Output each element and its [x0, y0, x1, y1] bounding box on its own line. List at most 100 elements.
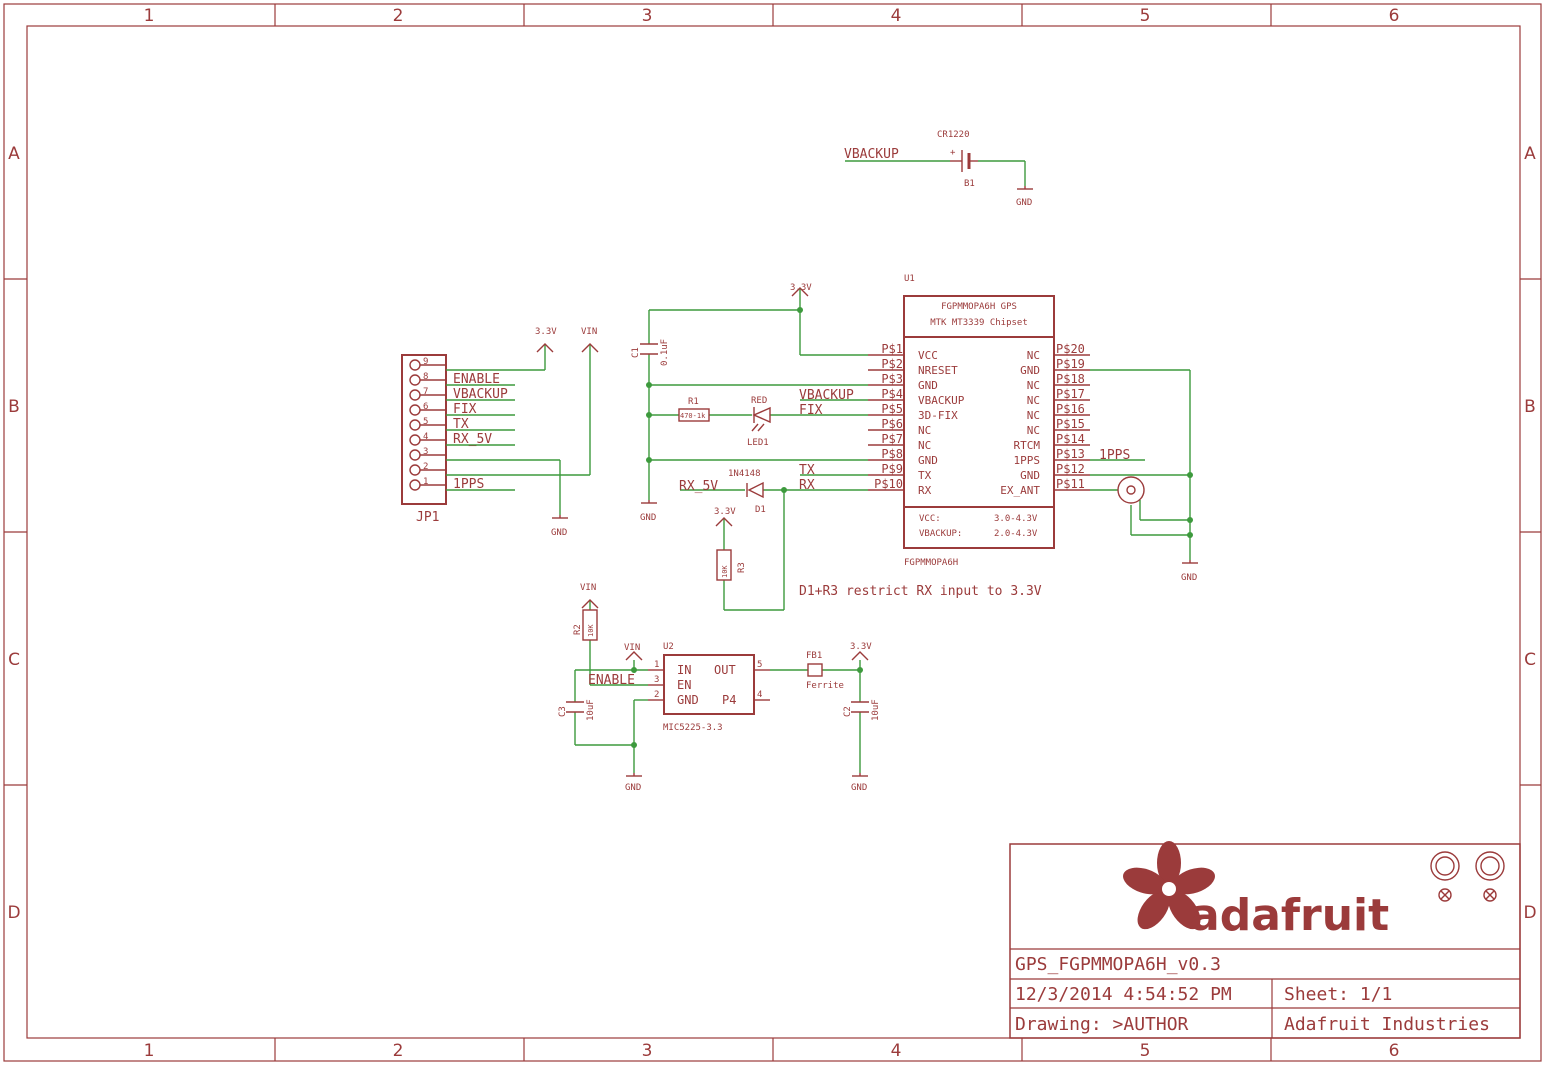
net-label-1pps-gps: 1PPS	[1099, 448, 1130, 463]
r3-ref: R3	[737, 562, 747, 573]
gps-pin-number-left: P$8	[881, 447, 903, 461]
gps-pin-number-right: P$19	[1056, 357, 1085, 371]
gps-pin-number-right: P$15	[1056, 417, 1085, 431]
regulator-pin-en-num: 3	[654, 675, 659, 685]
rx-protection-note: D1+R3 restrict RX input to 3.3V	[799, 584, 1042, 599]
grid-col-top-2: 2	[393, 6, 404, 26]
regulator-pin-en-name: EN	[677, 678, 691, 692]
regulator-out-supply-label: 3.3V	[850, 642, 872, 652]
gps-vbackup-label: VBACKUP:	[919, 529, 962, 539]
gps-wiring: 3.3V C1 0.1uF GND R1 470-1k RED LED1 1N4…	[631, 283, 1198, 611]
title-drawing: Drawing: >AUTHOR	[1015, 1014, 1189, 1035]
gps-pin-number-right: P$17	[1056, 387, 1085, 401]
title-sheet-number: Sheet: 1/1	[1284, 984, 1392, 1005]
r2-ref: R2	[573, 624, 583, 635]
grid-col-top-3: 3	[642, 6, 653, 26]
header-pin-pad	[409, 479, 421, 491]
gps-pin-name-left: TX	[918, 469, 932, 482]
gps-pin-number-left: P$4	[881, 387, 903, 401]
grid-col-bottom-6: 6	[1389, 1041, 1400, 1061]
c1-value: 0.1uF	[660, 339, 670, 366]
header-pin-number: 1	[423, 477, 428, 487]
grid-col-top-6: 6	[1389, 6, 1400, 26]
net-label-rx5v-d1: RX_5V	[679, 479, 718, 494]
gps-pin-number-left: P$9	[881, 462, 903, 476]
gps-vcc-label: VCC:	[919, 514, 941, 524]
gps-pin-number-right: P$12	[1056, 462, 1085, 476]
header-pin-pad	[409, 419, 421, 431]
r3-value: 10K	[721, 565, 729, 578]
gps-pin-number-left: P$6	[881, 417, 903, 431]
gps-pin-name-left: GND	[918, 454, 938, 467]
gps-pin-number-left: P$1	[881, 342, 903, 356]
grid-row-right-d: D	[1523, 903, 1536, 923]
gps-pin-number-right: P$16	[1056, 402, 1085, 416]
header-pin-pad	[409, 359, 421, 371]
r3-supply-label: 3.3V	[714, 507, 736, 517]
regulator-vin-top-label: VIN	[580, 583, 596, 593]
gps-pin-name-right: 1PPS	[1014, 454, 1041, 467]
header-net-label: RX_5V	[453, 432, 492, 447]
header-pin-number: 8	[423, 372, 428, 382]
header-pin-pad	[409, 389, 421, 401]
gps-pin-number-right: P$18	[1056, 372, 1085, 386]
grid-col-bottom-1: 1	[144, 1041, 155, 1061]
net-label-rx-gps: RX	[799, 478, 815, 493]
gps-right-pins: P$20NCP$19GNDP$18NCP$17NCP$16NCP$15NCP$1…	[1000, 342, 1090, 497]
header-net-label: ENABLE	[453, 372, 500, 387]
gps-pin-number-left: P$5	[881, 402, 903, 416]
grid-row-right-a: A	[1524, 144, 1536, 164]
regulator-u2: U2 MIC5225-3.3 IN EN GND OUT P4 1 3 2 5 …	[558, 583, 881, 793]
gps-pin-name-left: GND	[918, 379, 938, 392]
header-ref: JP1	[416, 510, 439, 525]
gnd-label-battery: GND	[1016, 198, 1032, 208]
regulator-value: MIC5225-3.3	[663, 723, 723, 733]
gps-title-line2: MTK MT3339 Chipset	[930, 318, 1028, 328]
grid-row-left-d: D	[7, 903, 20, 923]
header-net-label: TX	[453, 417, 469, 432]
header-supply-vin-label: VIN	[581, 327, 597, 337]
title-block: adafruit GPS_FGPMMOPA6H_v0.3 12/3/2014 4…	[1009, 841, 1521, 1039]
grid-col-bottom-5: 5	[1140, 1041, 1151, 1061]
title-company: Adafruit Industries	[1284, 1014, 1490, 1035]
gps-pin-number-right: P$20	[1056, 342, 1085, 356]
fb1-value: Ferrite	[806, 681, 844, 691]
grid-col-top-4: 4	[891, 6, 902, 26]
adafruit-flower-icon	[1123, 841, 1215, 930]
regulator-vin-in-label: VIN	[624, 643, 640, 653]
header-net-label: FIX	[453, 402, 477, 417]
led1-color: RED	[751, 396, 767, 406]
grid-row-left-a: A	[8, 144, 20, 164]
gps-supply-label: 3.3V	[790, 283, 812, 293]
gps-title-line1: FGPMMOPA6H GPS	[941, 302, 1017, 312]
grid-col-top-1: 1	[144, 6, 155, 26]
net-label-enable-regulator: ENABLE	[588, 673, 635, 688]
header-net-label: VBACKUP	[453, 387, 508, 402]
gps-module-u1: U1 FGPMMOPA6H GPS MTK MT3339 Chipset FGP…	[868, 274, 1090, 568]
gnd-label-gps-left: GND	[640, 513, 656, 523]
gps-pin-number-left: P$10	[874, 477, 903, 491]
c2-value: 10uF	[871, 699, 881, 721]
gnd-label-gps-right: GND	[1181, 573, 1197, 583]
gps-pin-name-left: NRESET	[918, 364, 958, 377]
gps-pin-number-right: P$13	[1056, 447, 1085, 461]
gps-pin-name-left: NC	[918, 439, 931, 452]
grid-row-right-c: C	[1524, 650, 1536, 670]
gps-pin-name-right: NC	[1027, 349, 1040, 362]
header-pin-pad	[409, 404, 421, 416]
regulator-pin-gnd-num: 2	[654, 690, 659, 700]
gnd-label-regulator-left: GND	[625, 783, 641, 793]
d1-ref: D1	[755, 505, 766, 515]
regulator-pin-out-name: OUT	[714, 663, 736, 677]
title-sheet-name: GPS_FGPMMOPA6H_v0.3	[1015, 954, 1221, 975]
gps-pin-name-right: NC	[1027, 424, 1040, 437]
gps-pin-name-left: RX	[918, 484, 932, 497]
header-pin-pad	[409, 464, 421, 476]
r2-value: 10K	[587, 624, 595, 637]
gps-pin-name-left: VCC	[918, 349, 938, 362]
regulator-pin-p4-name: P4	[722, 693, 736, 707]
gps-pin-name-right: NC	[1027, 379, 1040, 392]
header-pin-pad	[409, 434, 421, 446]
